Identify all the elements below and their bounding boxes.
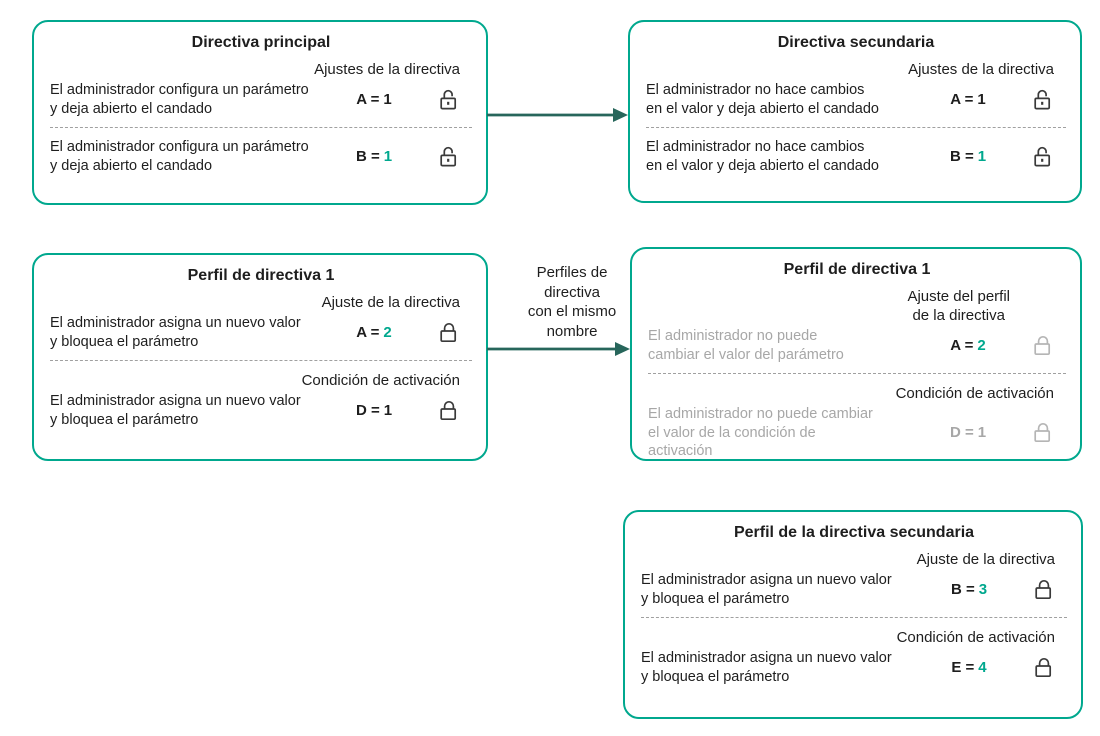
parameter-name: A = bbox=[356, 91, 380, 108]
policy-setting-row: Ajuste del perfil de la directiva El adm… bbox=[648, 287, 1066, 364]
parameter-number: 1 bbox=[383, 91, 392, 108]
inheritance-arrow-top bbox=[487, 108, 628, 122]
parameter-name: D = bbox=[355, 402, 380, 419]
policy-setting-row: Ajustes de la directiva El administrador… bbox=[646, 60, 1066, 118]
main-policy-title: Directiva principal bbox=[191, 34, 331, 51]
open-lock-icon bbox=[1020, 144, 1066, 170]
dashed-divider bbox=[50, 127, 472, 128]
main-policy-box: Directiva principal Ajustes de la direct… bbox=[32, 20, 488, 205]
parameter-number: 1 bbox=[383, 402, 393, 419]
parameter-number: 4 bbox=[978, 659, 987, 676]
parameter-name: B = bbox=[949, 148, 974, 165]
parameter-number: 2 bbox=[977, 337, 986, 354]
dashed-divider bbox=[50, 360, 472, 361]
dashed-divider bbox=[641, 617, 1067, 618]
secondary-policy-box: Directiva secundaria Ajustes de la direc… bbox=[628, 20, 1082, 203]
parameter-number: 1 bbox=[383, 148, 393, 165]
policy-setting-row: Condición de activación El administrador… bbox=[641, 628, 1067, 686]
secondary-policy-profile-box: Perfil de la directiva secundaria Ajuste… bbox=[623, 510, 1083, 719]
parameter-number: 1 bbox=[977, 424, 987, 442]
policy-setting-row: El administrador no hace cambios en el v… bbox=[646, 138, 1066, 175]
open-lock-icon bbox=[426, 144, 472, 170]
policy-setting-row: Condición de activación El administrador… bbox=[50, 371, 472, 429]
parameter-value: A =2 bbox=[916, 337, 1020, 354]
section-label: Ajuste de la directiva bbox=[321, 294, 460, 311]
dashed-divider bbox=[648, 373, 1066, 374]
parameter-value: B =1 bbox=[322, 148, 426, 165]
parameter-name: A = bbox=[950, 337, 974, 354]
parameter-value: D =1 bbox=[322, 402, 426, 419]
parameter-value: B =3 bbox=[917, 581, 1021, 598]
parameter-value: A =1 bbox=[916, 91, 1020, 108]
policy-setting-row: Ajuste de la directiva El administrador … bbox=[50, 293, 472, 351]
parameter-number: 1 bbox=[977, 91, 986, 108]
row-description: El administrador no hace cambios en el v… bbox=[646, 139, 879, 174]
closed-lock-icon bbox=[1021, 655, 1067, 681]
section-label: Ajustes de la directiva bbox=[908, 61, 1054, 78]
closed-lock-icon bbox=[1021, 577, 1067, 603]
closed-lock-icon bbox=[1020, 420, 1066, 446]
row-description: El administrador configura un parámetro … bbox=[50, 139, 309, 174]
row-description: El administrador no puede cambiar el val… bbox=[648, 406, 873, 459]
section-label: Ajuste de la directiva bbox=[916, 551, 1055, 568]
parameter-value: D =1 bbox=[916, 424, 1020, 441]
parameter-value: E =4 bbox=[917, 659, 1021, 676]
parameter-number: 3 bbox=[978, 581, 988, 598]
policy-profile-1-title: Perfil de directiva 1 bbox=[187, 267, 335, 284]
policy-profile-1-secondary-title: Perfil de directiva 1 bbox=[783, 261, 931, 278]
parameter-name: A = bbox=[356, 324, 380, 341]
closed-lock-icon bbox=[426, 320, 472, 346]
row-description: El administrador asigna un nuevo valor y… bbox=[641, 572, 892, 607]
row-description: El administrador asigna un nuevo valor y… bbox=[641, 650, 892, 685]
row-description: El administrador asigna un nuevo valor y… bbox=[50, 393, 301, 428]
section-label: Condición de activación bbox=[301, 372, 460, 389]
policy-profile-1-secondary-box: Perfil de directiva 1 Ajuste del perfil … bbox=[630, 247, 1082, 461]
parameter-name: B = bbox=[950, 581, 975, 598]
section-label: Condición de activación bbox=[896, 629, 1055, 646]
policy-profile-1-box: Perfil de directiva 1 Ajuste de la direc… bbox=[32, 253, 488, 461]
row-description: El administrador no puede cambiar el val… bbox=[648, 328, 844, 363]
parameter-value: A =2 bbox=[322, 324, 426, 341]
dashed-divider bbox=[646, 127, 1066, 128]
connector-label: Perfiles de directiva con el mismo nombr… bbox=[527, 264, 617, 340]
row-description: El administrador no hace cambios en el v… bbox=[646, 82, 879, 117]
parameter-name: E = bbox=[951, 659, 975, 676]
inheritance-arrow-middle bbox=[487, 342, 630, 356]
section-label: Condición de activación bbox=[895, 385, 1054, 402]
parameter-name: D = bbox=[949, 424, 974, 442]
secondary-policy-profile-title: Perfil de la directiva secundaria bbox=[733, 524, 975, 541]
row-description: El administrador configura un parámetro … bbox=[50, 82, 309, 117]
section-label: Ajustes de la directiva bbox=[314, 61, 460, 78]
open-lock-icon bbox=[1020, 87, 1066, 113]
open-lock-icon bbox=[426, 87, 472, 113]
parameter-value: A =1 bbox=[322, 91, 426, 108]
policy-setting-row: El administrador configura un parámetro … bbox=[50, 138, 472, 175]
section-label: Ajuste del perfil de la directiva bbox=[907, 288, 1010, 324]
policy-setting-row: Condición de activación El administrador… bbox=[648, 384, 1066, 461]
parameter-number: 2 bbox=[383, 324, 392, 341]
policy-setting-row: Ajuste de la directiva El administrador … bbox=[641, 550, 1067, 608]
secondary-policy-title: Directiva secundaria bbox=[777, 34, 935, 51]
parameter-name: B = bbox=[355, 148, 380, 165]
row-description: El administrador asigna un nuevo valor y… bbox=[50, 315, 301, 350]
parameter-value: B =1 bbox=[916, 148, 1020, 165]
closed-lock-icon bbox=[1020, 333, 1066, 359]
parameter-number: 1 bbox=[977, 148, 987, 165]
parameter-name: A = bbox=[950, 91, 974, 108]
closed-lock-icon bbox=[426, 398, 472, 424]
policy-setting-row: Ajustes de la directiva El administrador… bbox=[50, 60, 472, 118]
